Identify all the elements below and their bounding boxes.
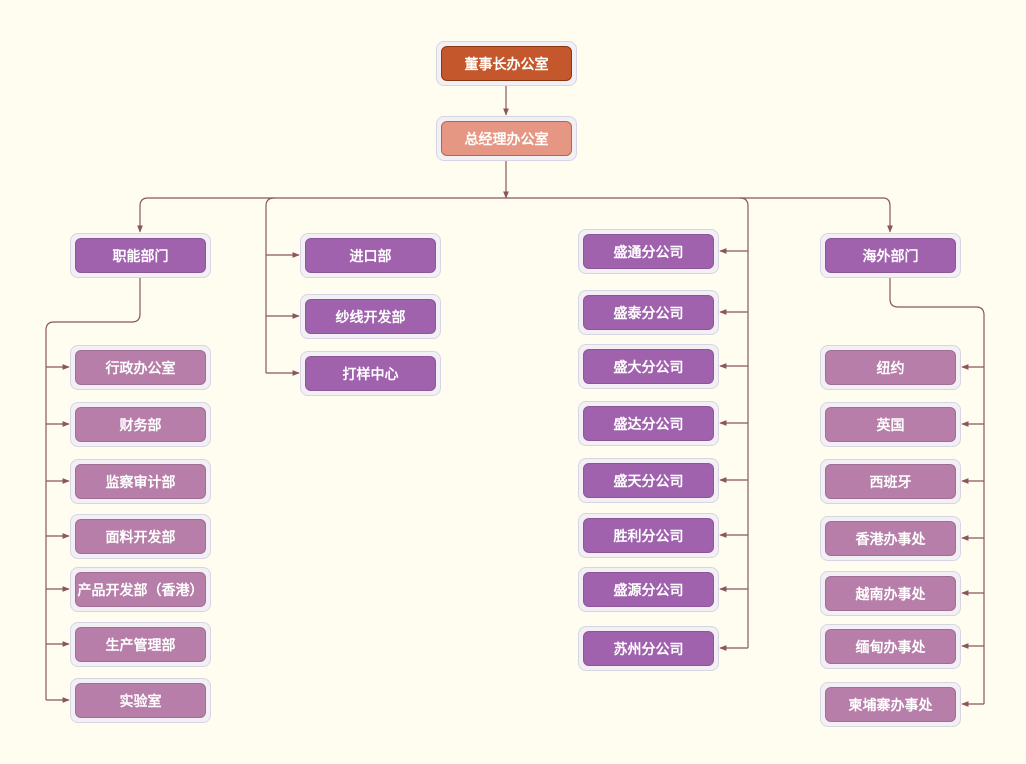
connector-to-functional: [137, 197, 149, 233]
node-label: 生产管理部: [75, 627, 206, 662]
node-label: 西班牙: [825, 464, 956, 499]
node-label: 进口部: [305, 238, 436, 273]
node-branch-shengli[interactable]: 胜利分公司: [578, 513, 719, 558]
node-label: 打样中心: [305, 356, 436, 391]
node-lab[interactable]: 实验室: [70, 678, 211, 723]
node-branch-shengda[interactable]: 盛大分公司: [578, 344, 719, 389]
node-label: 海外部门: [825, 238, 956, 273]
node-branch-shengda2[interactable]: 盛达分公司: [578, 401, 719, 446]
node-functional-departments[interactable]: 职能部门: [70, 233, 211, 278]
node-label: 产品开发部（香港）: [75, 572, 206, 607]
node-label: 香港办事处: [825, 521, 956, 556]
connector-mid-trunk: [265, 197, 275, 373]
node-branch-suzhou[interactable]: 苏州分公司: [578, 626, 719, 671]
node-branch-shengtong[interactable]: 盛通分公司: [578, 229, 719, 274]
node-label: 纽约: [825, 350, 956, 385]
node-chairman-office[interactable]: 董事长办公室: [436, 41, 577, 86]
node-general-manager-office[interactable]: 总经理办公室: [436, 116, 577, 161]
node-uk[interactable]: 英国: [820, 402, 961, 447]
node-myanmar-office[interactable]: 缅甸办事处: [820, 624, 961, 669]
node-label: 柬埔寨办事处: [825, 687, 956, 722]
node-label: 行政办公室: [75, 350, 206, 385]
node-yarn-dev[interactable]: 纱线开发部: [300, 294, 441, 339]
node-label: 盛泰分公司: [583, 295, 714, 330]
node-label: 苏州分公司: [583, 631, 714, 666]
node-branch-shengtai[interactable]: 盛泰分公司: [578, 290, 719, 335]
node-product-dev-hk[interactable]: 产品开发部（香港）: [70, 567, 211, 612]
node-label: 越南办事处: [825, 576, 956, 611]
node-overseas-departments[interactable]: 海外部门: [820, 233, 961, 278]
node-hk-office[interactable]: 香港办事处: [820, 516, 961, 561]
node-vietnam-office[interactable]: 越南办事处: [820, 571, 961, 616]
node-finance[interactable]: 财务部: [70, 402, 211, 447]
connector-functional-trunk: [45, 278, 141, 700]
node-label: 总经理办公室: [441, 121, 572, 156]
node-label: 监察审计部: [75, 464, 206, 499]
node-label: 胜利分公司: [583, 518, 714, 553]
node-fabric-dev[interactable]: 面料开发部: [70, 514, 211, 559]
node-label: 面料开发部: [75, 519, 206, 554]
node-admin-office[interactable]: 行政办公室: [70, 345, 211, 390]
node-label: 纱线开发部: [305, 299, 436, 334]
node-label: 缅甸办事处: [825, 629, 956, 664]
node-production-mgmt[interactable]: 生产管理部: [70, 622, 211, 667]
node-new-york[interactable]: 纽约: [820, 345, 961, 390]
node-label: 盛达分公司: [583, 406, 714, 441]
node-label: 实验室: [75, 683, 206, 718]
node-label: 董事长办公室: [441, 46, 572, 81]
node-label: 盛源分公司: [583, 572, 714, 607]
node-label: 职能部门: [75, 238, 206, 273]
node-label: 财务部: [75, 407, 206, 442]
node-label: 英国: [825, 407, 956, 442]
node-spain[interactable]: 西班牙: [820, 459, 961, 504]
node-import-dept[interactable]: 进口部: [300, 233, 441, 278]
connector-branch-trunk: [739, 197, 749, 648]
connector-to-overseas: [882, 197, 893, 233]
connector-overseas-trunk: [889, 278, 985, 704]
node-label: 盛天分公司: [583, 463, 714, 498]
node-branch-shengyuan[interactable]: 盛源分公司: [578, 567, 719, 612]
node-branch-shengtian[interactable]: 盛天分公司: [578, 458, 719, 503]
node-audit[interactable]: 监察审计部: [70, 459, 211, 504]
node-label: 盛大分公司: [583, 349, 714, 384]
node-label: 盛通分公司: [583, 234, 714, 269]
node-sample-center[interactable]: 打样中心: [300, 351, 441, 396]
node-cambodia-office[interactable]: 柬埔寨办事处: [820, 682, 961, 727]
